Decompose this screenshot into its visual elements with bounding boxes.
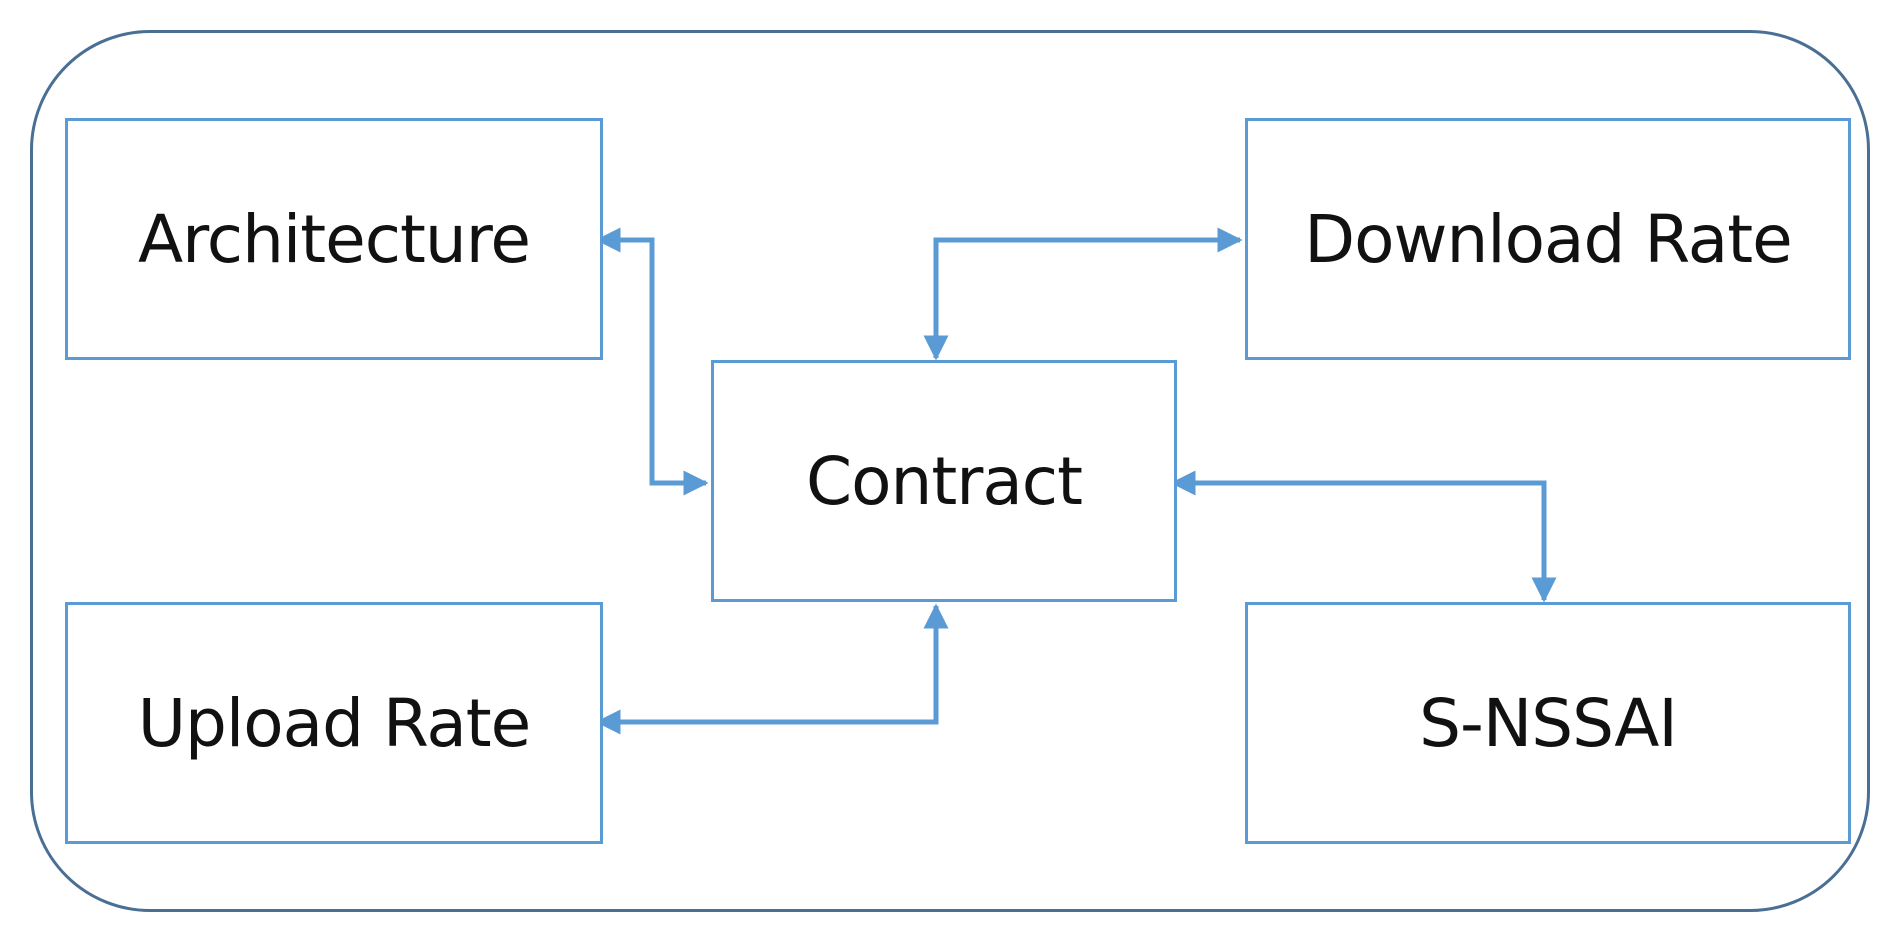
architecture-box: Architecture — [65, 118, 603, 360]
architecture-label: Architecture — [137, 200, 531, 278]
download-rate-box: Download Rate — [1245, 118, 1851, 360]
contract-label: Contract — [806, 442, 1083, 520]
contract-box: Contract — [711, 360, 1177, 602]
edge-contract-upload-rate — [595, 603, 949, 735]
upload-rate-box: Upload Rate — [65, 602, 603, 844]
edge-contract-architecture — [595, 227, 709, 496]
s-nssai-box: S-NSSAI — [1245, 602, 1851, 844]
s-nssai-label: S-NSSAI — [1419, 684, 1678, 762]
download-rate-label: Download Rate — [1304, 200, 1792, 278]
edge-contract-s-nssai — [1170, 470, 1557, 603]
upload-rate-label: Upload Rate — [137, 684, 532, 762]
edge-contract-download-rate — [923, 227, 1243, 361]
